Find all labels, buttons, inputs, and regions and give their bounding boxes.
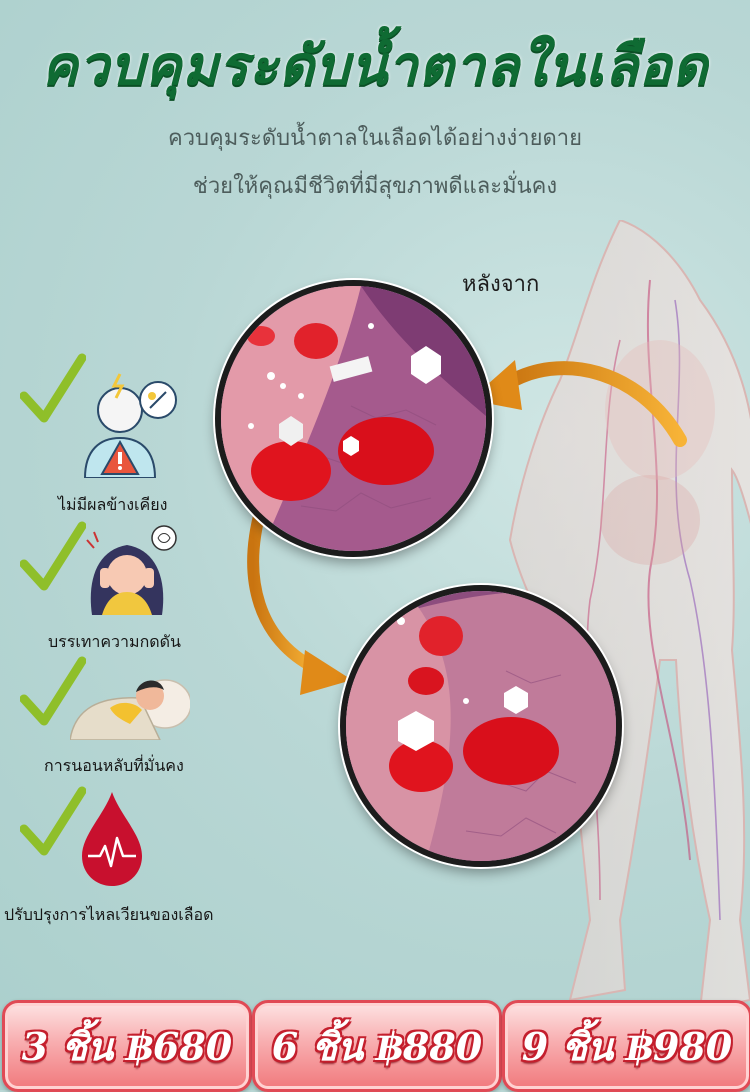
price-option-6-pieces-button[interactable]: 6 ชิ้น ฿880	[252, 1000, 502, 1092]
price-option-9-pieces-button[interactable]: 9 ชิ้น ฿980	[502, 1000, 750, 1092]
doctor-warning-icon	[83, 373, 177, 478]
price-option-label: 9 ชิ้น ฿980	[521, 1023, 733, 1069]
check-icon	[20, 521, 86, 591]
check-icon	[20, 353, 86, 423]
price-option-label: 6 ชิ้น ฿880	[271, 1023, 483, 1069]
benefit-label: ไม่มีผลข้างเคียง	[58, 495, 168, 514]
price-option-label: 3 ชิ้น ฿680	[21, 1023, 233, 1069]
subtitle-line-2: ช่วยให้คุณมีชีวิตที่มีสุขภาพดีและมั่นคง	[192, 174, 558, 199]
blood-drop-icon	[82, 792, 142, 886]
after-label: หลังจาก	[462, 272, 540, 297]
benefit-label: ปรับปรุงการไหลเวียนของเลือด	[4, 905, 214, 924]
check-icon	[20, 786, 86, 856]
stressed-woman-icon	[86, 525, 177, 615]
benefit-label: บรรเทาความกดดัน	[48, 632, 181, 651]
check-icon	[20, 656, 86, 726]
blood-vessel-before-circle	[215, 280, 492, 557]
subtitle-line-1: ควบคุมระดับน้ำตาลในเลือดได้อย่างง่ายดาย	[167, 126, 582, 151]
blood-vessel-after-circle	[340, 585, 622, 867]
page-title: ควบคุมระดับน้ำตาลในเลือด	[41, 34, 709, 97]
benefit-label: การนอนหลับที่มั่นคง	[44, 756, 184, 775]
price-option-3-pieces-button[interactable]: 3 ชิ้น ฿680	[2, 1000, 252, 1092]
sleeping-person-icon	[70, 679, 190, 740]
price-options: 3 ชิ้น ฿680 6 ชิ้น ฿880 9 ชิ้น ฿980	[0, 1000, 750, 1092]
